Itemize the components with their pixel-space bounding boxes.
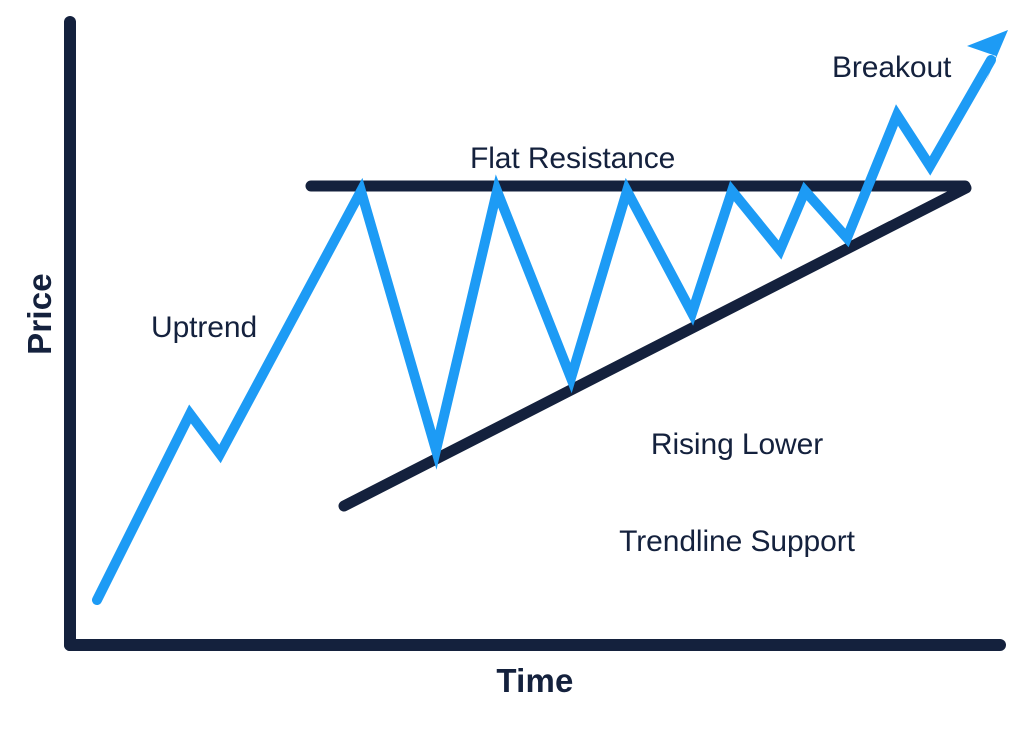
y-axis-title: Price xyxy=(21,273,58,355)
annotation-uptrend: Uptrend xyxy=(151,311,258,344)
annotation-rising-trendline-support: Rising Lower Trendline Support xyxy=(613,364,861,623)
rising-trendline-support-line xyxy=(338,182,972,512)
annotation-breakout: Breakout xyxy=(832,51,952,84)
annotation-rising-support-line-1: Rising Lower xyxy=(650,427,824,461)
x-axis-title: Time xyxy=(496,662,574,699)
breakout-arrow-head-icon xyxy=(967,30,1008,84)
chart-axes xyxy=(64,16,1006,651)
annotation-rising-support-line-2: Trendline Support xyxy=(619,524,855,558)
price-action-line xyxy=(92,55,996,605)
annotation-flat-resistance: Flat Resistance xyxy=(470,142,676,175)
